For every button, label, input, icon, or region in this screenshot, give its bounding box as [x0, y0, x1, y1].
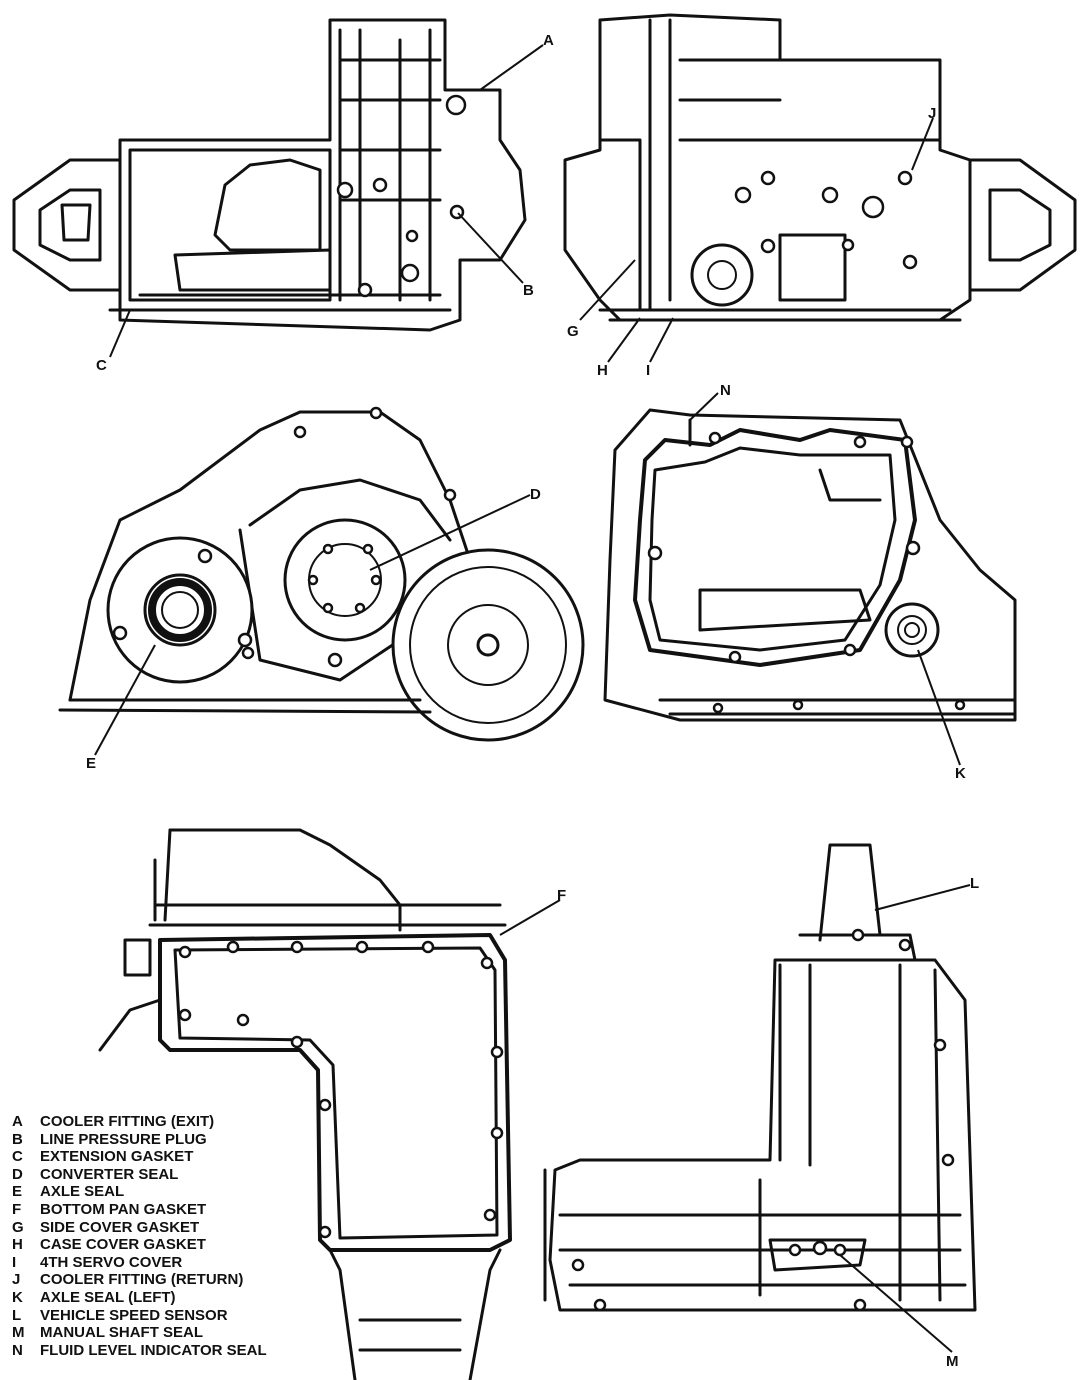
legend-label: VEHICLE SPEED SENSOR — [40, 1306, 228, 1324]
legend-label: SIDE COVER GASKET — [40, 1218, 200, 1236]
legend-label: CONVERTER SEAL — [40, 1165, 179, 1183]
legend-row: G SIDE COVER GASKET — [12, 1219, 267, 1237]
view-middle-left — [58, 406, 585, 742]
legend-key: C — [12, 1148, 23, 1166]
legend-key: I — [12, 1253, 17, 1271]
legend-label: EXTENSION GASKET — [40, 1148, 194, 1166]
legend-label: MANUAL SHAFT SEAL — [40, 1324, 204, 1342]
callout-G: G — [567, 323, 579, 340]
legend-key: A — [12, 1113, 23, 1130]
legend: A COOLER FITTING (EXIT) B LINE PRESSURE PL… — [12, 1113, 267, 1359]
legend-key: K — [12, 1288, 23, 1306]
callout-C: C — [96, 357, 107, 374]
legend-row: A COOLER FITTING (EXIT) — [12, 1113, 267, 1131]
callout-B: B — [523, 282, 534, 299]
callout-N: N — [720, 382, 731, 399]
callout-H: H — [597, 362, 608, 379]
callout-D: D — [530, 486, 541, 503]
callout-J: J — [928, 105, 936, 122]
legend-row: E AXLE SEAL — [12, 1183, 267, 1201]
callout-K: K — [955, 765, 966, 782]
legend-key: H — [12, 1236, 23, 1254]
legend-key: B — [12, 1130, 23, 1148]
legend-label: AXLE SEAL — [40, 1183, 125, 1201]
legend-label: CASE COVER GASKET — [40, 1236, 206, 1254]
view-middle-right — [603, 408, 1017, 722]
legend-label: COOLER FITTING (EXIT) — [40, 1113, 215, 1130]
legend-row: B LINE PRESSURE PLUG — [12, 1131, 267, 1149]
legend-label: COOLER FITTING (RETURN) — [40, 1271, 244, 1289]
legend-key: M — [12, 1324, 25, 1342]
legend-label: 4TH SERVO COVER — [40, 1253, 183, 1271]
legend-label: LINE PRESSURE PLUG — [40, 1130, 207, 1148]
legend-row: C EXTENSION GASKET — [12, 1148, 267, 1166]
legend-row: K AXLE SEAL (LEFT) — [12, 1289, 267, 1307]
legend-row: J COOLER FITTING (RETURN) — [12, 1271, 267, 1289]
legend-key: N — [12, 1341, 23, 1359]
view-top-right — [563, 13, 1077, 322]
legend-key: G — [12, 1218, 24, 1236]
legend-row: F BOTTOM PAN GASKET — [12, 1201, 267, 1219]
legend-key: E — [12, 1183, 23, 1201]
callout-F: F — [557, 887, 566, 904]
callout-I: I — [646, 362, 650, 379]
legend-key: F — [12, 1200, 22, 1218]
legend-label: AXLE SEAL (LEFT) — [40, 1288, 176, 1306]
legend-row: N FLUID LEVEL INDICATOR SEAL — [12, 1342, 267, 1360]
legend-row: D CONVERTER SEAL — [12, 1166, 267, 1184]
callout-A: A — [543, 32, 554, 49]
leader-lines — [94, 44, 971, 1353]
callout-E: E — [86, 755, 96, 772]
legend-key: L — [12, 1306, 22, 1324]
callout-L: L — [970, 875, 979, 892]
view-top-left — [12, 18, 527, 332]
legend-label: FLUID LEVEL INDICATOR SEAL — [40, 1341, 267, 1359]
legend-key: J — [12, 1271, 21, 1289]
callout-M: M — [946, 1353, 959, 1370]
legend-key: D — [12, 1165, 23, 1183]
callout-labels: A B C D E F G H I J K L M N — [86, 32, 979, 1370]
legend-label: BOTTOM PAN GASKET — [40, 1200, 207, 1218]
legend-row: H CASE COVER GASKET — [12, 1236, 267, 1254]
legend-row: M MANUAL SHAFT SEAL — [12, 1324, 267, 1342]
view-bottom-right — [543, 843, 977, 1312]
view-bottom-left — [98, 828, 512, 1380]
legend-row: I 4TH SERVO COVER — [12, 1254, 267, 1272]
legend-row: L VEHICLE SPEED SENSOR — [12, 1307, 267, 1325]
